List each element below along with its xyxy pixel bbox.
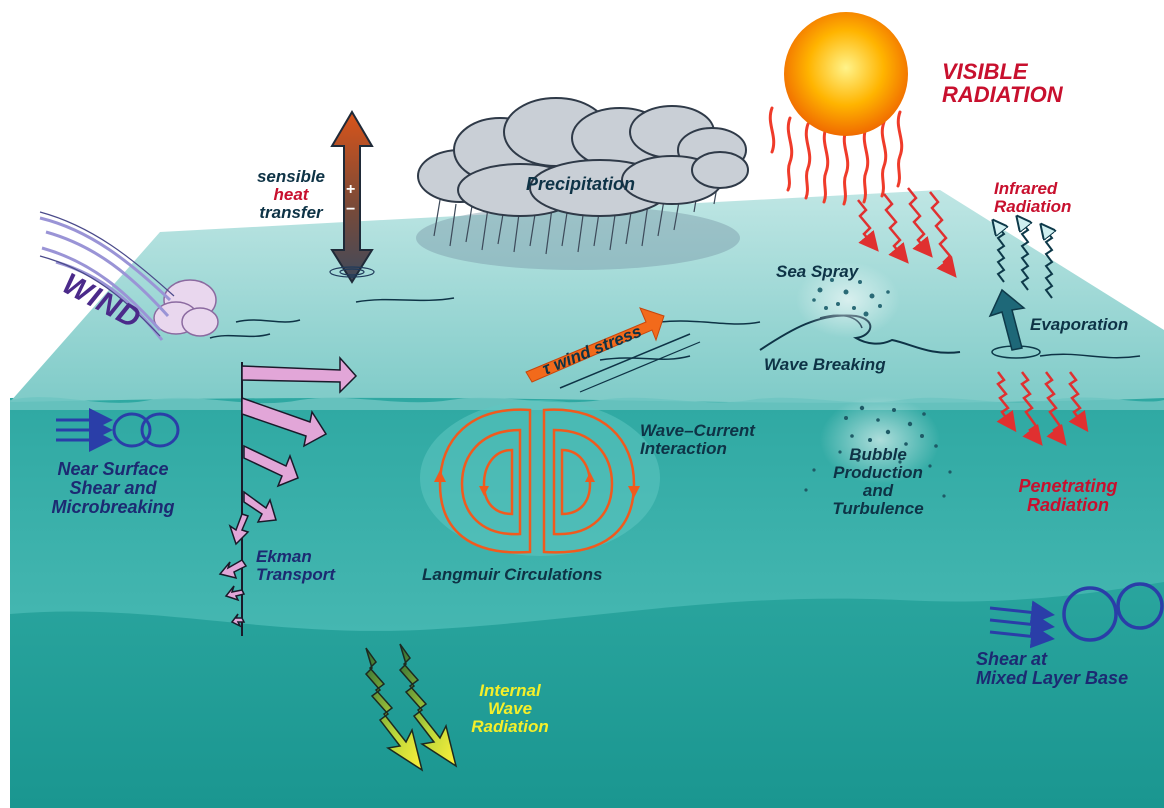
sensible-heat-line-3: transfer bbox=[259, 202, 323, 222]
deep-water-layer bbox=[10, 580, 1164, 808]
sensible-heat-line-1: sensible bbox=[256, 167, 326, 186]
internal-wave-line-3: Radiation bbox=[471, 716, 549, 736]
wave-breaking-label: Wave Breaking bbox=[764, 355, 886, 374]
infrared-radiation-arrows bbox=[996, 220, 1052, 299]
bubble-line-1: Bubble bbox=[849, 445, 907, 464]
near-surface-line-1: Near Surface bbox=[57, 459, 169, 479]
visible-radiation-rays bbox=[857, 187, 957, 278]
penetrating-radiation-label: Penetrating Radiation bbox=[1006, 477, 1130, 515]
wave-current-interaction-label: Wave–Current Interaction bbox=[640, 422, 755, 458]
visible-radiation-line-2: RADIATION bbox=[942, 82, 1063, 108]
penetrating-line-2: Radiation bbox=[1026, 494, 1109, 515]
sensible-heat-line-2: heat bbox=[273, 184, 309, 204]
shear-vortex-icon bbox=[56, 408, 180, 452]
internal-wave-radiation-label: Internal Wave Radiation bbox=[450, 682, 570, 736]
ekman-transport-label: Ekman Transport bbox=[256, 548, 335, 584]
wind-swirl-icon bbox=[39, 211, 219, 341]
near-surface-line-2: Shear and bbox=[69, 477, 157, 498]
evaporation-label: Evaporation bbox=[1030, 315, 1129, 334]
mixed-layer-shear-vortex-icon bbox=[989, 582, 1164, 649]
ekman-line-1: Ekman bbox=[256, 547, 312, 566]
bubble-line-4: Turbulence bbox=[832, 498, 924, 518]
near-surface-line-3: Microbreaking bbox=[51, 496, 175, 517]
lightning-wave-icon bbox=[364, 643, 458, 772]
infrared-radiation-line-1: Infrared bbox=[994, 179, 1058, 198]
internal-wave-line-2: Wave bbox=[487, 698, 533, 718]
ekman-line-2: Transport bbox=[256, 564, 336, 584]
surface-ripples bbox=[209, 297, 1141, 361]
precipitation-label: Precipitation bbox=[526, 174, 636, 194]
infrared-radiation-label: Infrared Radiation bbox=[994, 180, 1071, 216]
ekman-spiral bbox=[218, 356, 358, 636]
sea-spray bbox=[796, 262, 900, 338]
wave-current-line-2: Interaction bbox=[640, 438, 727, 458]
bubble-production-label: Bubble Production and Turbulence bbox=[814, 446, 942, 517]
infrared-radiation-line-2: Radiation bbox=[994, 196, 1072, 216]
wave-current-line-1: Wave–Current bbox=[640, 421, 755, 440]
bubble-line-3: and bbox=[862, 480, 894, 500]
heat-minus-sign: − bbox=[346, 201, 356, 218]
penetrating-line-1: Penetrating bbox=[1018, 476, 1118, 496]
near-surface-shear-label: Near Surface Shear and Microbreaking bbox=[26, 460, 200, 517]
sea-spray-label: Sea Spray bbox=[776, 262, 859, 281]
shear-mixed-layer-base-label: Shear at Mixed Layer Base bbox=[976, 650, 1128, 688]
shear-base-line-1: Shear at bbox=[976, 649, 1048, 669]
langmuir-cells bbox=[420, 400, 660, 556]
visible-radiation-label: VISIBLE RADIATION bbox=[942, 60, 1063, 106]
wind-stress-arrow bbox=[525, 307, 701, 393]
bubble-line-2: Production bbox=[833, 462, 923, 482]
shear-base-line-2: Mixed Layer Base bbox=[976, 667, 1129, 688]
internal-wave-line-1: Internal bbox=[479, 681, 541, 700]
penetrating-radiation-rays bbox=[996, 371, 1089, 446]
cloud-icon bbox=[416, 97, 749, 270]
sun-icon bbox=[768, 12, 908, 206]
evaporation-arrow-icon bbox=[988, 288, 1041, 359]
heat-arrow-icon bbox=[329, 110, 375, 284]
bubble-cloud bbox=[804, 396, 952, 498]
heat-plus-sign: + bbox=[346, 181, 356, 198]
visible-radiation-line-1: VISIBLE bbox=[942, 59, 1028, 84]
langmuir-circulations-label: Langmuir Circulations bbox=[422, 565, 603, 584]
sensible-heat-transfer-label: sensible heat transfer bbox=[246, 168, 336, 222]
